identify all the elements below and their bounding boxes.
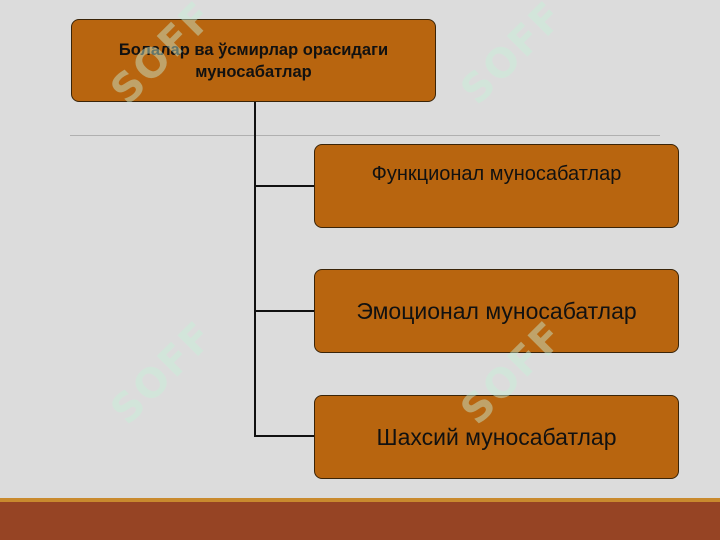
slide-divider (70, 135, 660, 136)
connector-trunk (254, 102, 256, 437)
watermark-text: SOFF (102, 312, 224, 434)
watermark-logo: SOFF (450, 0, 575, 114)
child-node-label: Шахсий муносабатлар (376, 423, 617, 450)
child-node-label: Эмоционал муносабатлар (356, 297, 637, 324)
connector-branch-3 (254, 435, 315, 437)
watermark-text: SOFF (452, 0, 574, 114)
footer-bar (0, 502, 720, 540)
root-node: Болалар ва ўсмирлар орасидаги муносабатл… (71, 19, 436, 102)
root-node-label: Болалар ва ўсмирлар орасидаги муносабатл… (118, 40, 389, 81)
connector-branch-2 (254, 310, 315, 312)
footer-accent-line (0, 498, 720, 502)
watermark-logo: SOFF (100, 312, 225, 433)
child-node-emotional: Эмоционал муносабатлар (314, 269, 679, 353)
child-node-functional: Функционал муносабатлар (314, 144, 679, 228)
child-node-personal: Шахсий муносабатлар (314, 395, 679, 479)
connector-branch-1 (254, 185, 315, 187)
watermark-logo: SOFF (450, 312, 575, 433)
child-node-label: Функционал муносабатлар (371, 163, 622, 185)
